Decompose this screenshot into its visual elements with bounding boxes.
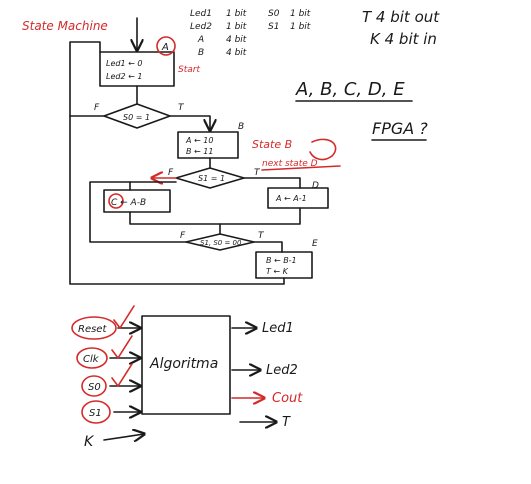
signal-name: S1 bbox=[268, 22, 279, 32]
decision-s1-diamond bbox=[175, 167, 245, 189]
state-c: C ← A-B bbox=[103, 189, 171, 213]
state-a-line1: Led1 ← 0 bbox=[106, 59, 142, 68]
state-a-circle bbox=[156, 36, 176, 56]
flow-line-to-d bbox=[243, 177, 301, 189]
signal-name: Led2 bbox=[190, 22, 212, 32]
decision-both-text: S1, S0 = 00 bbox=[200, 239, 242, 247]
algoritma-label: Algoritma bbox=[149, 356, 218, 372]
next-state-note: next state D bbox=[262, 159, 318, 169]
check-mark bbox=[111, 363, 133, 387]
signal-width: 1 bit bbox=[226, 22, 247, 32]
signal-name: Led1 bbox=[190, 9, 212, 19]
state-c-box bbox=[103, 189, 171, 213]
flow-line-to-c bbox=[129, 181, 177, 191]
state-b-letter: B bbox=[238, 122, 244, 132]
signal-width: 1 bit bbox=[226, 9, 247, 19]
merge-line bbox=[129, 207, 301, 225]
note-fpga: FPGA ? bbox=[372, 119, 428, 138]
true-label: T bbox=[178, 103, 185, 113]
state-d-box bbox=[267, 187, 329, 209]
decision-both-diamond bbox=[185, 233, 255, 251]
input-s0: S0 bbox=[88, 382, 101, 393]
state-c-text: C ← A-B bbox=[111, 198, 146, 208]
false-label: F bbox=[168, 168, 174, 178]
signal-width: 1 bit bbox=[290, 9, 311, 19]
state-e-line2: T ← K bbox=[266, 267, 289, 276]
loop-line-e-return bbox=[69, 115, 285, 285]
state-b: A ← 10 B ← 11 B State B next state D bbox=[177, 122, 341, 171]
arrow bbox=[103, 434, 144, 440]
input-circle-clk bbox=[76, 347, 108, 369]
algoritma-block bbox=[141, 315, 231, 415]
loop-line-s0-false bbox=[69, 41, 105, 117]
state-a-letter: A bbox=[161, 42, 169, 53]
state-b-note: State B bbox=[252, 138, 292, 151]
output-led1: Led1 bbox=[262, 321, 294, 336]
signal-name: B bbox=[198, 48, 204, 58]
output-t: T bbox=[282, 415, 291, 430]
true-label: T bbox=[258, 231, 265, 241]
input-k: K bbox=[84, 434, 95, 450]
check-mark bbox=[111, 335, 133, 359]
state-e: B ← B-1 T ← K E bbox=[255, 239, 318, 279]
input-circle-reset bbox=[71, 316, 117, 340]
false-label: F bbox=[180, 231, 186, 241]
flow-line-to-e bbox=[253, 241, 283, 253]
input-s1: S1 bbox=[89, 408, 102, 419]
decision-both: S1, S0 = 00 F T bbox=[180, 231, 265, 251]
decision-s0: S0 = 1 F T bbox=[94, 103, 185, 129]
state-a-line2: Led2 ← 1 bbox=[106, 72, 142, 81]
state-e-line1: B ← B-1 bbox=[266, 256, 297, 265]
start-note: Start bbox=[178, 65, 200, 75]
signal-width: 1 bit bbox=[290, 22, 311, 32]
input-circle-s1 bbox=[81, 400, 111, 424]
diagram-title: State Machine bbox=[22, 19, 108, 33]
state-d: A ← A-1 D bbox=[267, 181, 329, 209]
decision-s1: S1 = 1 F T bbox=[168, 167, 261, 189]
signal-name: A bbox=[197, 35, 204, 45]
state-e-letter: E bbox=[312, 239, 318, 249]
state-b-box bbox=[177, 131, 239, 159]
note-states-list: A, B, C, D, E bbox=[295, 79, 405, 100]
note-k-in: K 4 bit in bbox=[370, 30, 437, 48]
signal-name: S0 bbox=[268, 9, 280, 19]
input-reset: Reset bbox=[78, 324, 107, 335]
signal-width: 4 bit bbox=[226, 35, 247, 45]
decision-s0-text: S0 = 1 bbox=[123, 113, 150, 122]
next-state-underline bbox=[261, 165, 341, 171]
decision-s0-diamond bbox=[103, 103, 171, 129]
note-t-out: T 4 bit out bbox=[362, 8, 440, 26]
state-b-line2: B ← 11 bbox=[186, 147, 213, 156]
loop-line-false bbox=[89, 181, 187, 243]
state-a: Led1 ← 0 Led2 ← 1 A Start bbox=[99, 36, 200, 87]
state-b-line1: A ← 10 bbox=[185, 136, 213, 145]
state-b-note-scribble bbox=[309, 138, 337, 161]
check-mark bbox=[113, 305, 135, 329]
block-inputs: Reset Clk S0 S1 K bbox=[71, 305, 144, 450]
state-d-letter: D bbox=[312, 181, 319, 191]
input-circle-s0 bbox=[81, 375, 107, 397]
decision-s1-text: S1 = 1 bbox=[198, 174, 225, 183]
state-d-text: A ← A-1 bbox=[275, 194, 307, 203]
block-outputs: Led1 Led2 Cout T bbox=[231, 321, 303, 430]
state-c-circle bbox=[108, 193, 124, 209]
flow-line-to-b bbox=[169, 115, 210, 130]
false-label: F bbox=[94, 103, 100, 113]
input-clk: Clk bbox=[83, 354, 100, 365]
output-led2: Led2 bbox=[266, 363, 298, 378]
output-cout: Cout bbox=[272, 391, 303, 406]
signal-width: 4 bit bbox=[226, 48, 247, 58]
signal-declarations: Led1 1 bit Led2 1 bit A 4 bit B 4 bit S0… bbox=[190, 9, 311, 58]
true-label: T bbox=[254, 168, 261, 178]
